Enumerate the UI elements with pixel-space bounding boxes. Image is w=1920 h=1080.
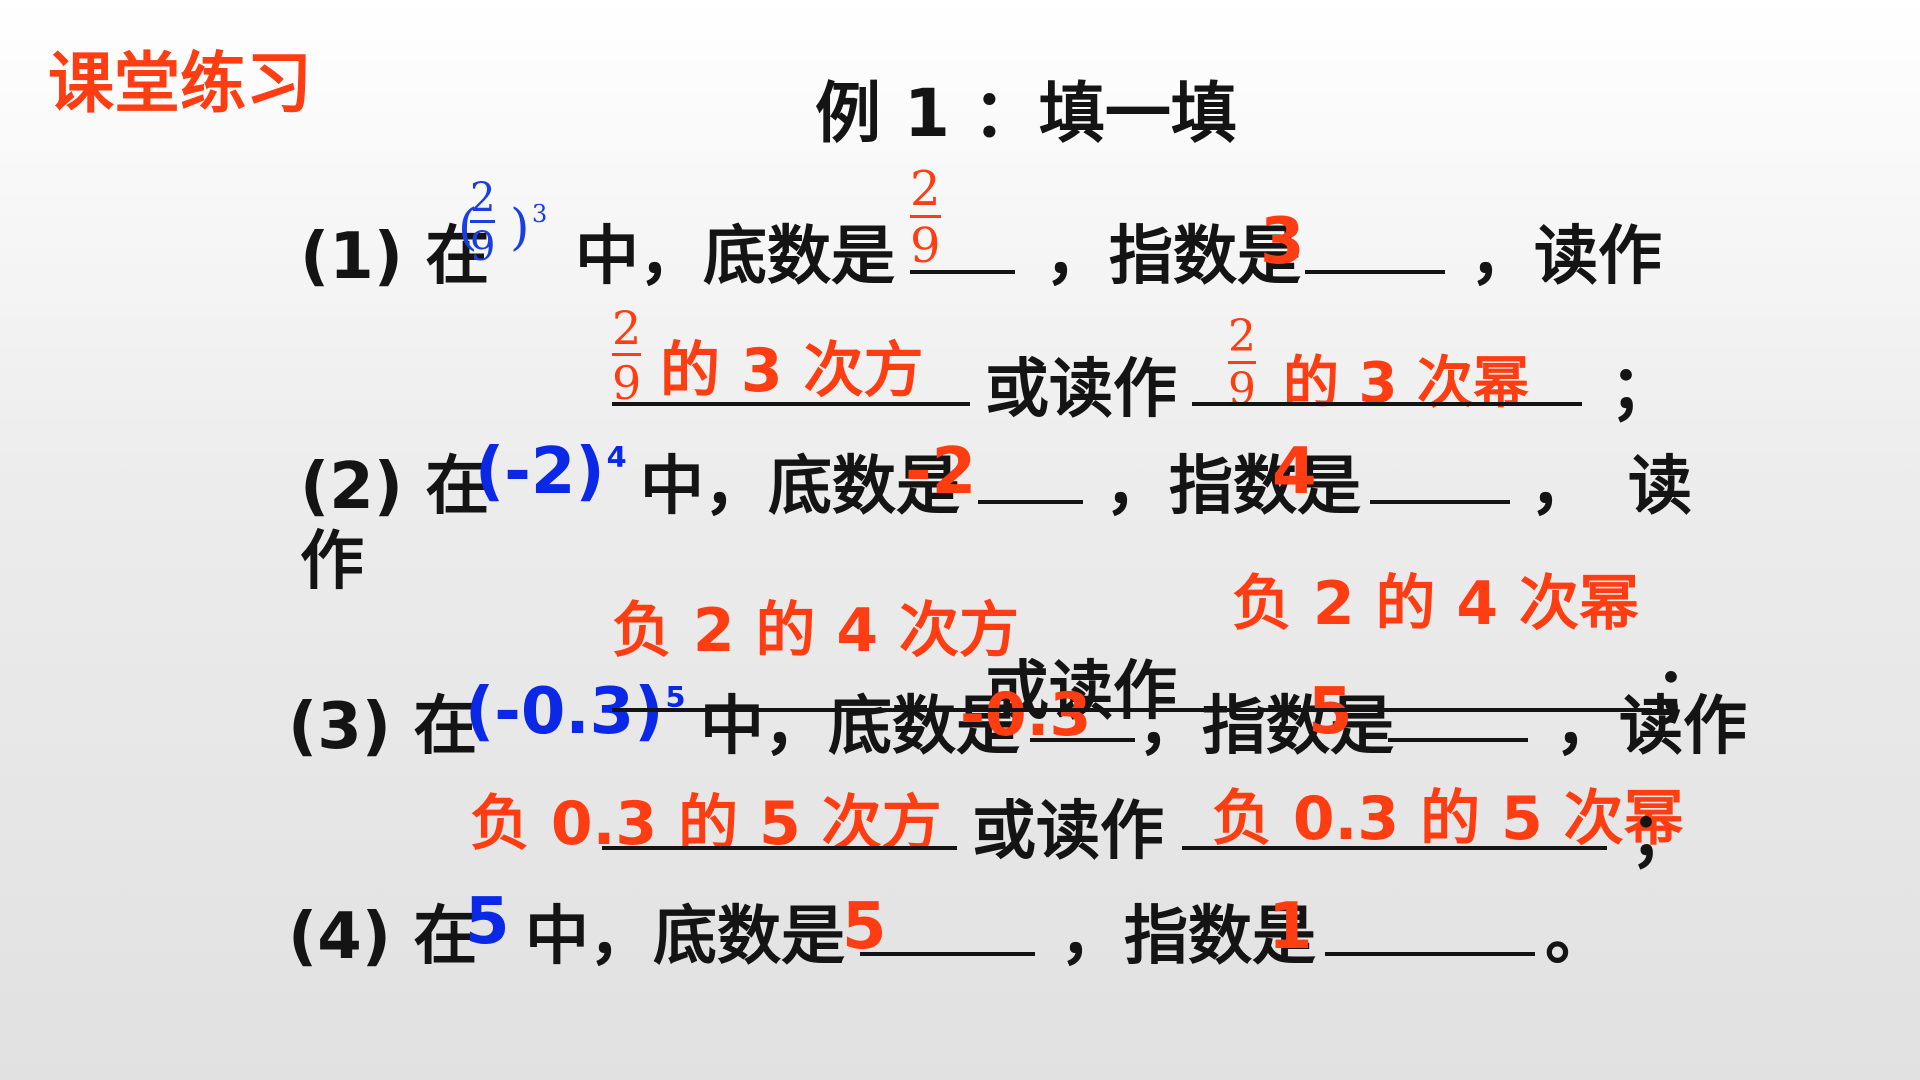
- item-1-expr-paren-left: (: [458, 198, 478, 256]
- item-3-reading-2-blank: [1182, 846, 1607, 850]
- item-1-reading-2-blank: [1192, 402, 1582, 406]
- item-4-mid-text: 中，底数是: [525, 900, 845, 974]
- item-3-or-read: 或读作: [972, 795, 1164, 869]
- item-1-exponent-answer: 3: [1260, 205, 1305, 279]
- item-2-comma-1: ，指数是: [1105, 450, 1361, 524]
- reading-1-numerator: 2: [612, 301, 642, 355]
- item-2-expr-exponent: 4: [606, 440, 627, 475]
- item-2-reading-2: 负 2 的 4 次幂: [1232, 569, 1640, 639]
- item-3-end: ；: [1630, 800, 1694, 874]
- item-3-reading-2: 负 0.3 的 5 次幂: [1212, 784, 1684, 854]
- item-3-comma-2: ，读作: [1555, 690, 1747, 764]
- item-2-base-answer: -2: [905, 435, 977, 509]
- reading-1-denominator: 9: [612, 356, 642, 410]
- item-4-end: 。: [1545, 900, 1609, 974]
- item-1-exponent-blank: [1305, 270, 1445, 274]
- item-2-read-label-b: 作: [300, 525, 364, 599]
- item-3-exponent-answer: 5: [1308, 675, 1353, 749]
- item-2-expression: (-2)4: [475, 435, 627, 509]
- item-4-base-blank: [860, 952, 1035, 956]
- item-1-reading-2-fraction: 2 9: [1228, 315, 1256, 412]
- fraction-bar: [470, 220, 496, 223]
- item-2-number: (2) 在: [300, 450, 490, 524]
- item-1-number: (1) 在: [300, 220, 490, 294]
- item-2-mid-text: 中，底数是: [640, 450, 960, 524]
- item-3-exponent-blank: [1388, 738, 1528, 742]
- item-1-reading-2: 的 3 次幂: [1283, 351, 1529, 416]
- item-2-comma-2: ，: [1530, 450, 1594, 524]
- item-1-mid-text: 中，底数是: [575, 220, 895, 294]
- fraction-bar: [612, 353, 642, 356]
- item-2-exponent-answer: 4: [1272, 435, 1317, 509]
- item-2-exponent-blank: [1370, 500, 1510, 504]
- item-2-or-read: 或读作: [985, 655, 1177, 729]
- section-label: 课堂练习: [48, 45, 312, 122]
- item-1-base-blank: [910, 270, 1015, 274]
- item-1-base-answer: 2 9: [910, 165, 941, 270]
- item-1-base-numerator: 2: [910, 161, 941, 217]
- reading-2-numerator: 2: [1228, 311, 1256, 362]
- item-2-end: ；: [1655, 655, 1719, 729]
- item-3-number: (3) 在: [288, 690, 478, 764]
- item-4-exponent-answer: 1: [1268, 890, 1313, 964]
- item-3-expr-exponent: 5: [665, 680, 686, 715]
- item-3-expression: (-0.3)5: [465, 675, 685, 749]
- item-1-expr-denominator: 9: [470, 224, 496, 270]
- item-4-comma-1: ，指数是: [1060, 900, 1316, 974]
- item-1-expr-exponent: 3: [532, 200, 548, 228]
- item-3-mid-text: 中，底数是: [700, 690, 1020, 764]
- item-3-reading-1-blank: [602, 846, 957, 850]
- item-1-or-read: 或读作: [985, 353, 1177, 427]
- item-4-base-answer: 5: [842, 890, 887, 964]
- item-1-reading-1-fraction: 2 9: [612, 301, 642, 410]
- item-1-reading-1: 的 3 次方: [660, 336, 924, 406]
- item-1-expr-numerator: 2: [470, 175, 496, 221]
- item-4-exponent-blank: [1325, 952, 1535, 956]
- item-1-expr-paren-right: ): [510, 198, 530, 256]
- item-2-base-blank: [978, 500, 1083, 504]
- item-3-strike-line: [612, 708, 1652, 712]
- item-2-reading-1: 负 2 的 4 次方: [612, 596, 1020, 666]
- fraction-bar: [1228, 361, 1256, 364]
- item-1-expression-fraction: 2 9: [470, 175, 496, 270]
- item-4-number: (4) 在: [288, 900, 478, 974]
- item-4-expression: 5: [465, 885, 510, 959]
- fraction-bar: [910, 215, 941, 218]
- item-3-comma-1: ，指数是: [1138, 690, 1394, 764]
- item-1-reading-1-blank: [612, 402, 970, 406]
- item-3-base-blank: [1030, 738, 1135, 742]
- item-2-read-label-a: 读: [1628, 450, 1692, 524]
- item-1-comma-1: ，指数是: [1045, 220, 1301, 294]
- item-1-comma-2: ，读作: [1470, 220, 1662, 294]
- item-1-base-denominator: 9: [910, 218, 941, 274]
- item-1-end: ；: [1610, 353, 1674, 427]
- example-title: 例 1 ：填一填: [815, 75, 1237, 152]
- item-2-expr-base: (-2): [475, 435, 605, 509]
- item-3-expr-base: (-0.3): [465, 675, 664, 749]
